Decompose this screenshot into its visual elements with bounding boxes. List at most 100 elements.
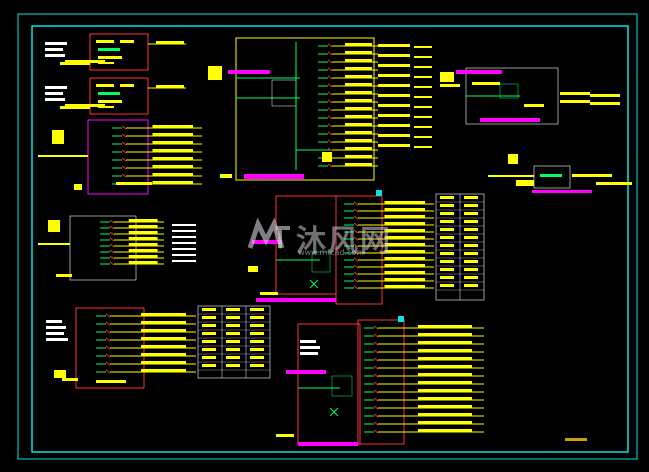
panel-al9-right [357, 319, 405, 445]
panel-main-1 [235, 37, 375, 181]
breaker-symbol [327, 115, 333, 120]
feeder-label [345, 123, 372, 126]
panel-spec-text [45, 48, 63, 51]
breaker-symbol [105, 329, 111, 334]
breaker-symbol [121, 165, 127, 170]
label-bar [46, 326, 66, 329]
table-cell [226, 324, 240, 327]
table-cell [202, 324, 216, 327]
breaker-symbol [353, 215, 359, 220]
breaker-symbol [353, 257, 359, 262]
feeder-label [141, 369, 186, 372]
table-cell [440, 268, 454, 271]
breaker-symbol [121, 141, 127, 146]
breaker-symbol [105, 313, 111, 318]
breaker-symbol [327, 51, 333, 56]
device-label [98, 106, 114, 108]
table-cell [440, 212, 454, 215]
busbar [244, 174, 304, 179]
feeder-label [384, 201, 425, 204]
label-bar [96, 380, 126, 383]
feeder-label [152, 173, 193, 176]
busbar [228, 70, 270, 74]
feeder-label [345, 139, 372, 142]
breaker-symbol [353, 264, 359, 269]
breaker-symbol [353, 285, 359, 290]
table-cell [250, 308, 264, 311]
breaker-symbol [109, 255, 115, 260]
circuit-label [172, 236, 196, 238]
breaker-symbol [327, 123, 333, 128]
table-cell [440, 244, 454, 247]
panel-tag [52, 130, 64, 144]
label-bar [572, 174, 612, 177]
feeder-label [128, 261, 158, 264]
circuit-label [378, 64, 410, 67]
label-bar [248, 266, 258, 272]
label-bar [54, 370, 66, 378]
breaker-symbol [327, 163, 333, 168]
breaker-symbol [353, 229, 359, 234]
label-bar [472, 82, 500, 85]
feeder-label [345, 67, 372, 70]
bus-tag [376, 190, 382, 196]
circuit-label [378, 134, 410, 137]
feeder-label [384, 222, 425, 225]
table-cell [440, 236, 454, 239]
circuit-label [414, 56, 432, 58]
breaker-symbol [109, 261, 115, 266]
panel-spec-text [45, 86, 67, 89]
panel-al1 [89, 33, 149, 71]
feeder-label [152, 141, 193, 144]
panel-tag [208, 66, 222, 80]
meter-box [499, 83, 519, 99]
panel-al2 [89, 77, 149, 115]
circuit-label [378, 84, 410, 87]
breaker-symbol [353, 278, 359, 283]
table-cell [440, 276, 454, 279]
table-cell [464, 276, 478, 279]
bus-tag [398, 316, 404, 322]
table-cell [226, 348, 240, 351]
device-label [120, 84, 134, 87]
feeder-label [384, 236, 425, 239]
label-bar [300, 340, 316, 343]
label-bar [300, 346, 320, 349]
busbar [480, 118, 540, 122]
outer-frame [17, 13, 638, 460]
table-cell [464, 244, 478, 247]
label-bar [440, 84, 460, 87]
incoming-line [65, 104, 105, 107]
table-cell [250, 340, 264, 343]
table-cell [464, 252, 478, 255]
table-cell [440, 220, 454, 223]
meter-box [311, 251, 331, 273]
breaker-symbol [373, 325, 379, 330]
feeder-label [384, 264, 425, 267]
title-block-mark [565, 438, 587, 441]
label-bar [56, 274, 72, 277]
label-bar [116, 182, 152, 185]
feeder-label [418, 333, 472, 336]
device-label [120, 40, 134, 43]
breaker-symbol [373, 357, 379, 362]
breaker-symbol [373, 381, 379, 386]
panel-tag [48, 220, 60, 232]
breaker-symbol [105, 345, 111, 350]
breaker-symbol [327, 107, 333, 112]
circuit-label [378, 114, 410, 117]
feeder-label [141, 353, 186, 356]
breaker-symbol [109, 237, 115, 242]
label-bar [560, 92, 590, 95]
table-cell [226, 332, 240, 335]
table-cell [202, 364, 216, 367]
breaker-symbol [353, 243, 359, 248]
incoming-line [65, 60, 105, 63]
feeder-label [345, 43, 372, 46]
label-bar [590, 94, 620, 97]
circuit-label [414, 86, 432, 88]
table-cell [464, 196, 478, 199]
feeder-label [152, 181, 193, 184]
feeder-label [345, 107, 372, 110]
